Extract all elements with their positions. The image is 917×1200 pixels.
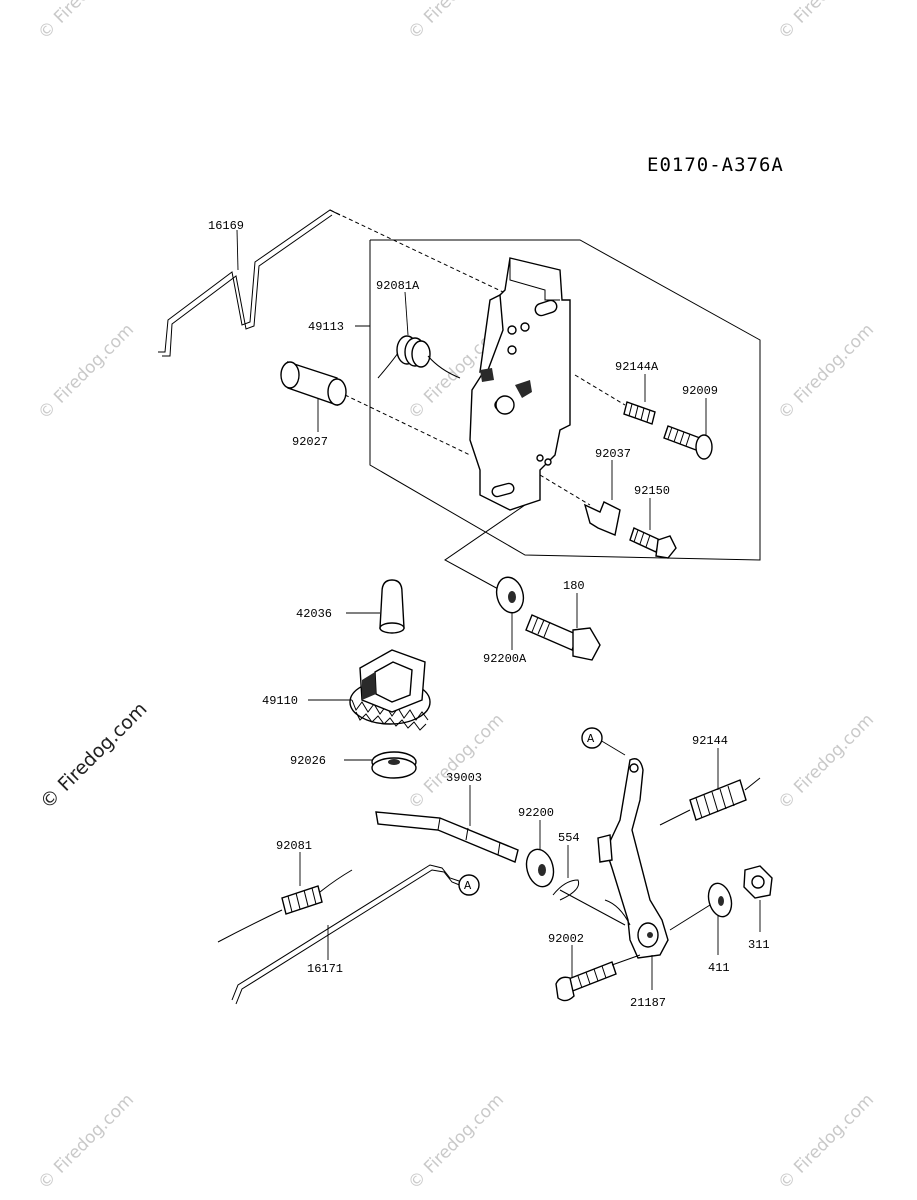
governor-arm-21187 [597,739,669,990]
diagram-code: E0170-A376A [647,154,784,176]
gear-49110 [308,649,431,731]
washer-92200 [525,820,555,888]
watermark: © Firedog.com [34,0,138,44]
shaft-39003 [375,785,519,863]
part-label-92200a: 92200A [483,652,527,666]
part-label-49110: 49110 [262,694,298,708]
callout-a-bottom: A [458,874,480,896]
watermark: © Firedog.com [774,1090,878,1194]
part-label-49113: 49113 [308,320,344,334]
watermark: © Firedog.com [404,1090,508,1194]
part-label-92002: 92002 [548,932,584,946]
callout-a-label: A [587,732,595,746]
watermark-main: © Firedog.com [36,698,151,813]
part-label-92144: 92144 [692,734,728,748]
part-label-411: 411 [708,961,730,975]
part-label-92200: 92200 [518,806,554,820]
watermark: © Firedog.com [774,0,878,44]
part-label-554: 554 [558,831,580,845]
watermark: © Firedog.com [774,710,878,814]
washer-411 [669,882,733,955]
assembly-guide-line [444,504,526,591]
spring-92081A [377,291,461,379]
watermark: © Firedog.com [774,320,878,424]
watermark: © Firedog.com [34,1090,138,1194]
clip-92037 [539,460,621,536]
linkage-rod-16171 [231,864,463,1005]
part-label-180: 180 [563,579,585,593]
pin-42036 [346,579,405,634]
part-labels: 16169 92081A 49113 92027 92144A 92009 92… [208,219,770,1010]
part-label-39003: 39003 [446,771,482,785]
part-label-92009: 92009 [682,384,718,398]
nut-311 [743,865,773,932]
assembly-outline [355,239,761,561]
callout-a-label: A [464,879,472,893]
screw-92009 [663,398,713,460]
watermark: © Firedog.com [404,710,508,814]
part-label-16169: 16169 [208,219,244,233]
spring-92144A [574,374,656,425]
part-label-21187: 21187 [630,996,666,1010]
part-label-92026: 92026 [290,754,326,768]
governor-plate-49113 [469,257,571,511]
watermark: © Firedog.com [404,0,508,44]
part-label-92144a: 92144A [615,360,659,374]
spring-92081 [217,852,353,943]
watermark-layer: © Firedog.com © Firedog.com © Firedog.co… [34,0,878,1194]
washer-92026 [344,751,417,779]
part-label-92081a: 92081A [376,279,420,293]
bolt-92150 [629,498,677,559]
callout-a-top: A [581,727,603,749]
part-label-92150: 92150 [634,484,670,498]
linkage-rod-16169 [158,209,521,357]
washer-92200A [495,576,525,650]
sleeve-92027 [280,361,471,456]
spring-92144 [659,748,761,826]
part-label-16171: 16171 [307,962,343,976]
part-label-92037: 92037 [595,447,631,461]
bolt-180 [525,593,601,661]
pin-554 [552,845,626,926]
part-label-92027: 92027 [292,435,328,449]
part-label-311: 311 [748,938,770,952]
bolt-92002 [555,945,641,1002]
watermark: © Firedog.com [34,320,138,424]
part-label-92081: 92081 [276,839,312,853]
part-label-42036: 42036 [296,607,332,621]
